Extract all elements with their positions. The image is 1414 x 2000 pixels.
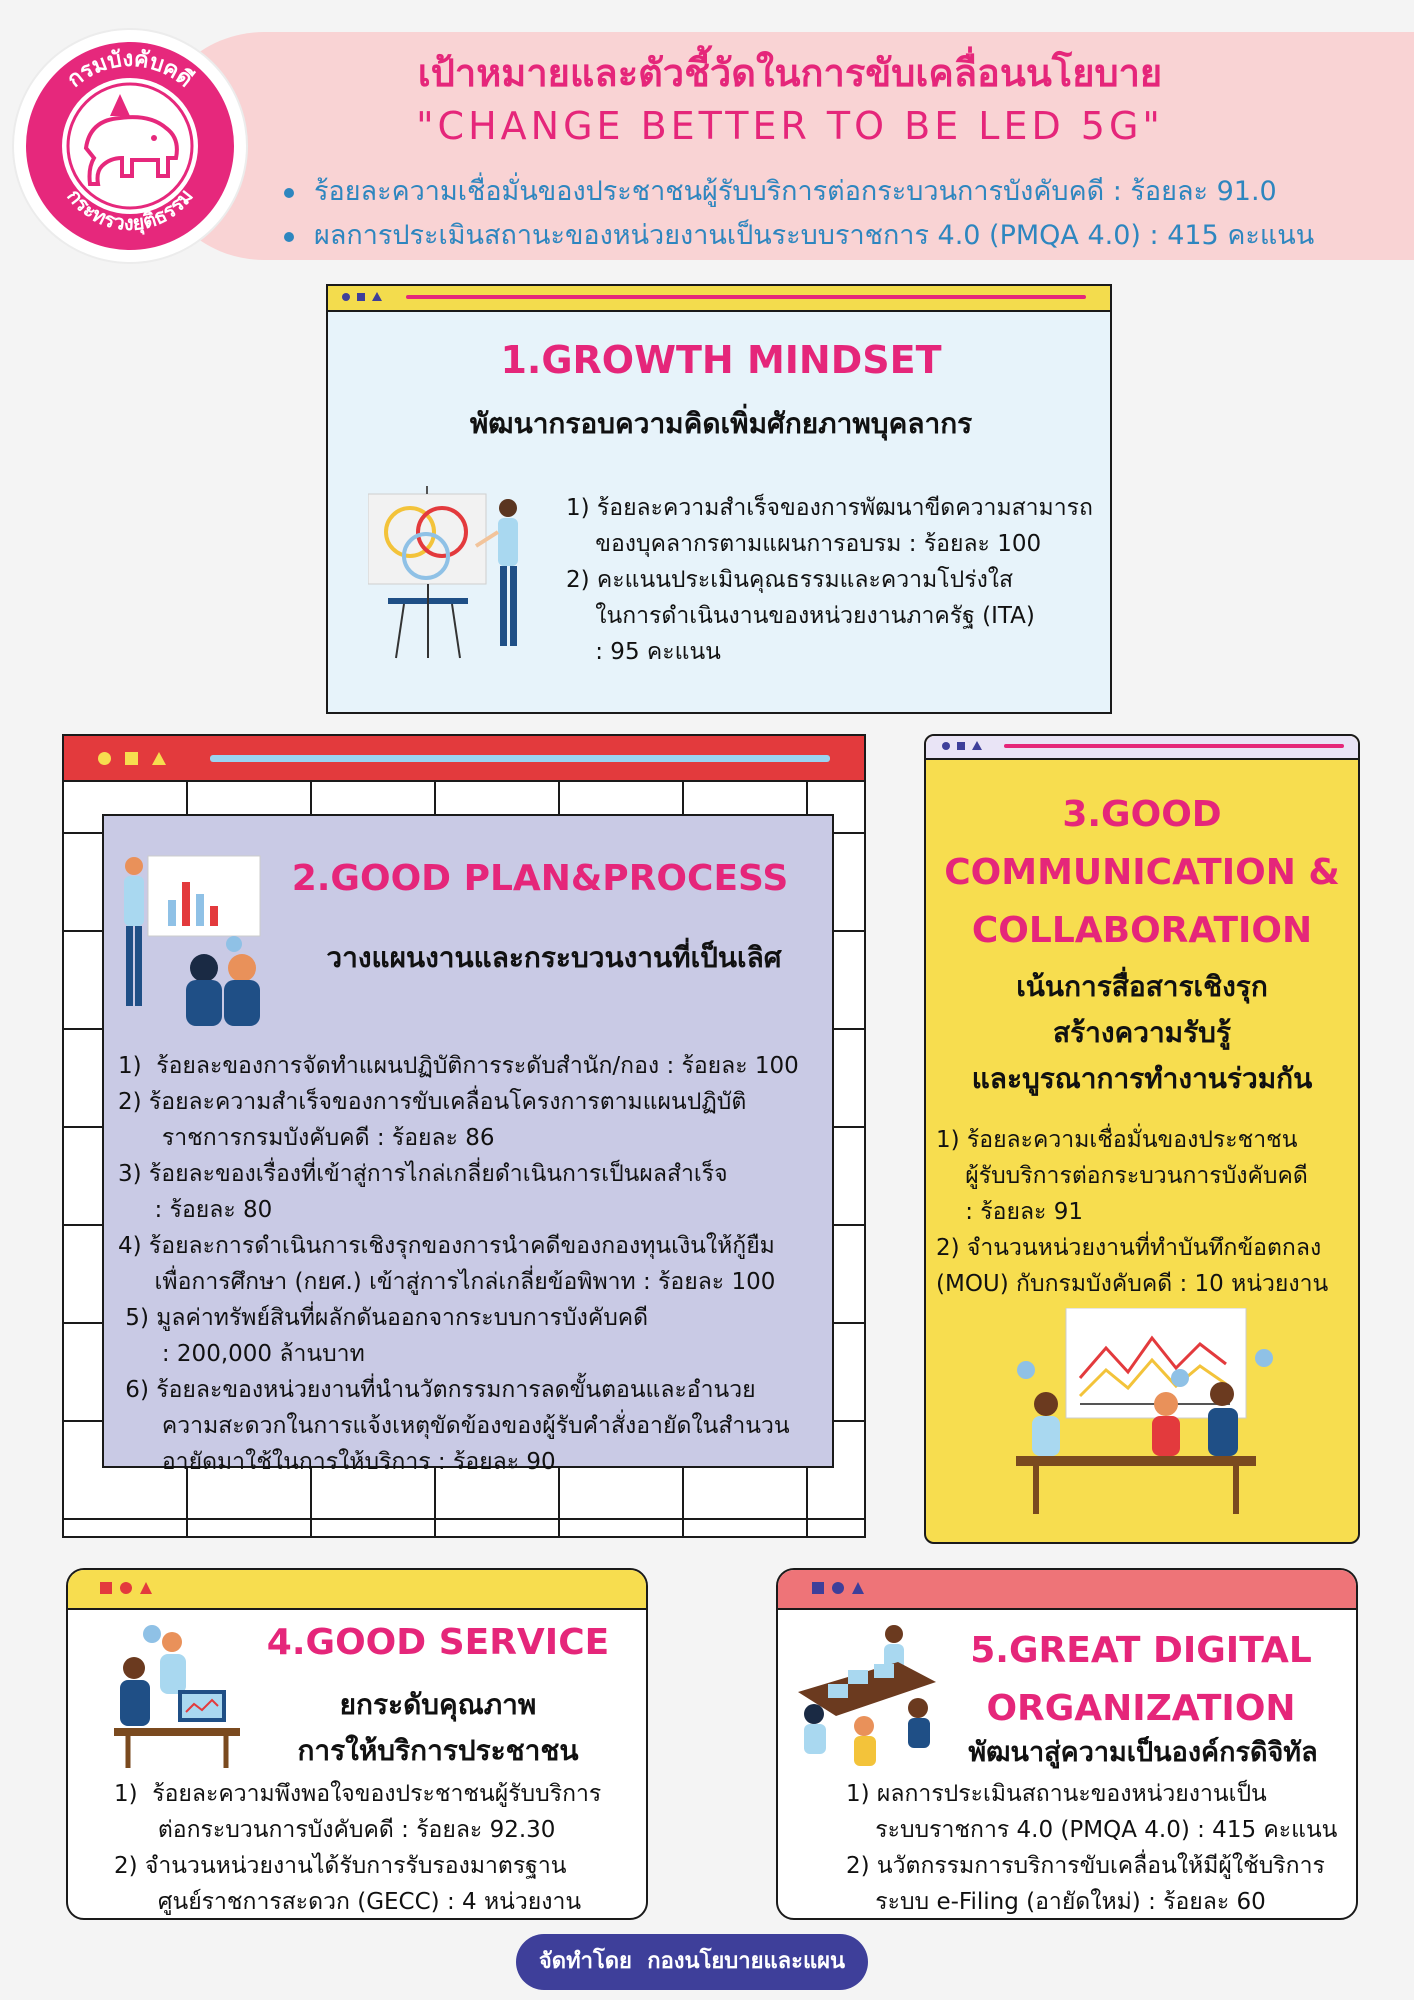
list-item: ต่อกระบวนการบังคับคดี : ร้อยละ 92.30 [114,1817,556,1843]
window-bar [68,1570,646,1610]
great-digital-organization-card: 5.GREAT DIGITAL ORGANIZATION พัฒนาสู่ควา… [776,1568,1358,1920]
card-subtitle-line: สร้างความรับรู้ [1052,1016,1231,1049]
list-item: 4) ร้อยละการดำเนินการเชิงรุกของการนำคดีข… [118,1233,775,1259]
list-item: 1) ร้อยละความพึงพอใจของประชาชนผู้รับบริก… [114,1781,602,1807]
list-item: 1) ร้อยละของการจัดทำแผนปฏิบัติการระดับสำ… [118,1053,799,1079]
card-title-line: 5.GREAT DIGITAL [970,1630,1312,1671]
list-item: ของบุคลากรตามแผนการอบรม : ร้อยละ 100 [566,531,1042,557]
list-item: ผู้รับบริการต่อกระบวนการบังคับคดี [936,1163,1308,1189]
card-subtitle-line: การให้บริการประชาชน [297,1734,579,1767]
list-item: 5) มูลค่าทรัพย์สินที่ผลักดันออกจากระบบกา… [118,1305,649,1331]
good-communication-card: 3.GOOD COMMUNICATION & COLLABORATION เน้… [924,734,1360,1544]
window-bar [926,736,1358,760]
card-title-line: ORGANIZATION [986,1688,1296,1729]
list-item: 2) จำนวนหน่วยงานที่ทำบันทึกข้อตกลง [936,1235,1322,1261]
kpi-list: 1) ร้อยละความพึงพอใจของประชาชนผู้รับบริก… [114,1776,601,1920]
list-item: 2) จำนวนหน่วยงานได้รับการรับรองมาตรฐาน [114,1853,567,1879]
list-item: ศูนย์ราชการสะดวก (GECC) : 4 หน่วยงาน [114,1889,582,1915]
seal-emblem: กรมบังคับคดี กระทรวงยุติธรรม [62,47,198,236]
header-band [150,32,1414,260]
list-item: ในการดำเนินงานของหน่วยงานภาครัฐ (ITA) [566,603,1035,629]
card-subtitle: พัฒนากรอบความคิดเพิ่มศักยภาพบุคลากร [469,407,973,440]
window-controls [342,292,382,301]
header-kpi-item: ผลการประเมินสถานะของหน่วยงานเป็นระบบราชก… [278,214,1388,258]
card-title-line: COMMUNICATION & [944,852,1340,893]
list-item: 2) คะแนนประเมินคุณธรรมและความโปร่งใส [566,567,1014,593]
footer-credit: จัดทำโดย กองนโยบายและแผน [516,1934,868,1990]
department-seal: กรมบังคับคดี กระทรวงยุติธรรม [14,30,246,262]
kpi-list: 1) ผลการประเมินสถานะของหน่วยงานเป็น ระบบ… [846,1776,1337,1920]
list-item: เพื่อการศึกษา (กยศ.) เข้าสู่การไกล่เกลี่… [118,1269,776,1295]
card-subtitle-line: ยกระดับคุณภาพ [339,1688,537,1721]
window-controls [98,752,166,765]
card-title: 1.GROWTH MINDSET [500,338,942,382]
card-subtitle: ยกระดับคุณภาพ การให้บริการประชาชน [248,1682,628,1774]
card-subtitle: เน้นการสื่อสารเชิงรุก สร้างความรับรู้ แล… [926,964,1358,1102]
page-title: เป้าหมายและตัวชี้วัดในการขับเคลื่อนนโยบา… [417,51,1163,95]
list-item: ความสะดวกในการแจ้งเหตุขัดข้องของผู้รับคำ… [118,1413,790,1439]
card-title-line: COLLABORATION [971,910,1313,951]
good-plan-process-card: 2.GOOD PLAN&PROCESS วางแผนงานและกระบวนงา… [102,814,834,1475]
list-item: 3) ร้อยละของเรื่องที่เข้าสู่การไกล่เกลี่… [118,1161,728,1187]
service-desk-illustration [114,1625,240,1768]
list-item: ระบบราชการ 4.0 (PMQA 4.0) : 415 คะแนน [846,1817,1338,1843]
header-kpi-item: ร้อยละความเชื่อมั่นของประชาชนผู้รับบริกา… [278,170,1388,214]
list-item: 1) ร้อยละความเชื่อมั่นของประชาชน [936,1127,1298,1153]
list-item: : 200,000 ล้านบาท [118,1341,365,1367]
growth-mindset-card: 1.GROWTH MINDSET พัฒนากรอบความคิดเพิ่มศั… [326,284,1112,714]
list-item: 2) ร้อยละความสำเร็จของการขับเคลื่อนโครงก… [118,1089,747,1115]
card-title-line: 3.GOOD [1062,794,1222,835]
list-item: : ร้อยละ 80 [118,1197,273,1223]
meeting-chart-illustration [124,855,261,1026]
team-meeting-illustration [1016,1308,1273,1514]
list-item: (MOU) กับกรมบังคับคดี : 10 หน่วยงาน [936,1271,1329,1297]
list-item: : ร้อยละ 91 [936,1199,1083,1225]
window-bar [62,734,866,782]
good-service-card: 4.GOOD SERVICE ยกระดับคุณภาพ การให้บริกา… [66,1568,648,1920]
kpi-list: 1) ร้อยละของการจัดทำแผนปฏิบัติการระดับสำ… [118,1048,799,1480]
card-subtitle: พัฒนาสู่ความเป็นองค์กรดิจิทัล [968,1737,1318,1768]
window-controls [942,741,982,750]
crown-icon [110,94,130,116]
window-bar [778,1570,1356,1610]
list-item: ราชการกรมบังคับคดี : ร้อยละ 86 [118,1125,495,1151]
list-item: 2) นวัตกรรมการบริการขับเคลื่อนให้มีผู้ใช… [846,1853,1325,1879]
kpi-list: 1) ร้อยละความสำเร็จของการพัฒนาขีดความสาม… [566,490,1093,670]
window-controls [812,1582,864,1594]
list-item: : 95 คะแนน [566,639,721,665]
card-title: 3.GOOD COMMUNICATION & COLLABORATION [926,786,1358,960]
card-subtitle-line: เน้นการสื่อสารเชิงรุก [1016,970,1268,1003]
card-subtitle-line: และบูรณาการทำงานร่วมกัน [971,1062,1313,1095]
list-item: ระบบ e-Filing (อายัดใหม่) : ร้อยละ 60 [846,1889,1266,1915]
list-item: 6) ร้อยละของหน่วยงานที่นำนวัตกรรมการลดขั… [118,1377,756,1403]
card-title: 5.GREAT DIGITAL ORGANIZATION [946,1622,1336,1738]
list-item: 1) ผลการประเมินสถานะของหน่วยงานเป็น [846,1781,1267,1807]
window-bar [328,286,1110,312]
list-item: 1) ร้อยละความสำเร็จของการพัฒนาขีดความสาม… [566,495,1093,521]
card-title: 2.GOOD PLAN&PROCESS [291,858,789,899]
card-title: 4.GOOD SERVICE [266,1622,610,1663]
card-subtitle: วางแผนงานและกระบวนงานที่เป็นเลิศ [326,941,782,974]
kpi-list: 1) ร้อยละความเชื่อมั่นของประชาชน ผู้รับบ… [936,1122,1328,1302]
policy-slogan: "CHANGE BETTER TO BE LED 5G" [416,104,1164,148]
digital-team-illustration [798,1625,936,1766]
window-controls [100,1582,152,1594]
presenter-illustration [368,486,518,659]
list-item: อายัดมาใช้ในการให้บริการ : ร้อยละ 90 [118,1449,556,1475]
header-kpi-list: ร้อยละความเชื่อมั่นของประชาชนผู้รับบริกา… [278,170,1388,258]
elephant-icon [83,115,179,186]
